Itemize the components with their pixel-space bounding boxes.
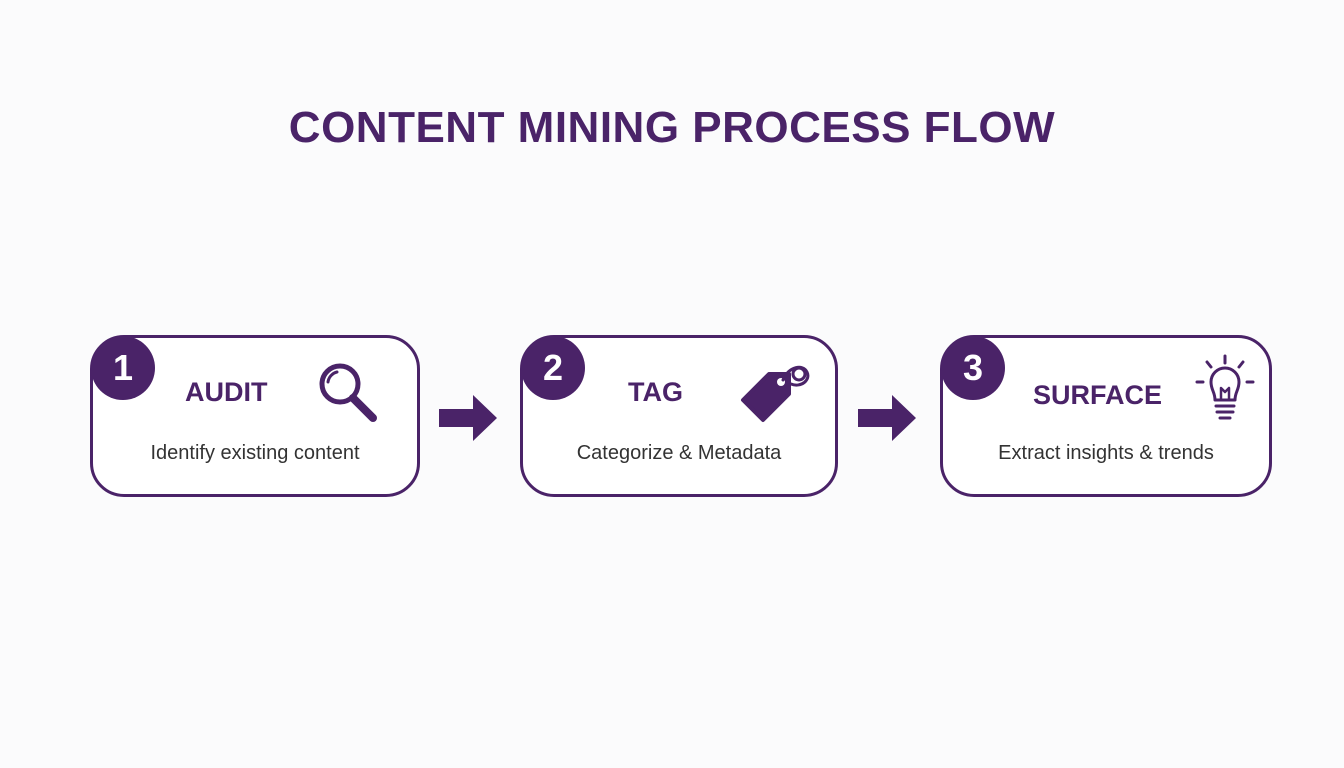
right-arrow-icon [439, 395, 497, 441]
step-surface-card: 3 SURFACE Extract insights & trends [940, 335, 1272, 497]
step-number-badge: 3 [941, 336, 1005, 400]
step-number-badge: 1 [91, 336, 155, 400]
step-heading: TAG [628, 377, 683, 407]
step-description: Identify existing content [150, 442, 360, 464]
price-tag-icon [741, 365, 810, 422]
step-audit-card: 1 AUDIT Identify existing content [90, 335, 420, 497]
step-description: Extract insights & trends [998, 442, 1214, 464]
step-tag-card: 2 TAG Categorize & Metadata [520, 335, 838, 497]
step-description: Categorize & Metadata [576, 442, 782, 464]
page-title: CONTENT MINING PROCESS FLOW [288, 103, 1056, 152]
step-number-badge: 2 [521, 336, 585, 400]
lightbulb-icon [1195, 354, 1255, 420]
right-arrow-icon [858, 395, 916, 441]
magnifying-glass-icon [319, 363, 377, 422]
step-heading: AUDIT [185, 377, 268, 407]
step-heading: SURFACE [1033, 380, 1163, 410]
